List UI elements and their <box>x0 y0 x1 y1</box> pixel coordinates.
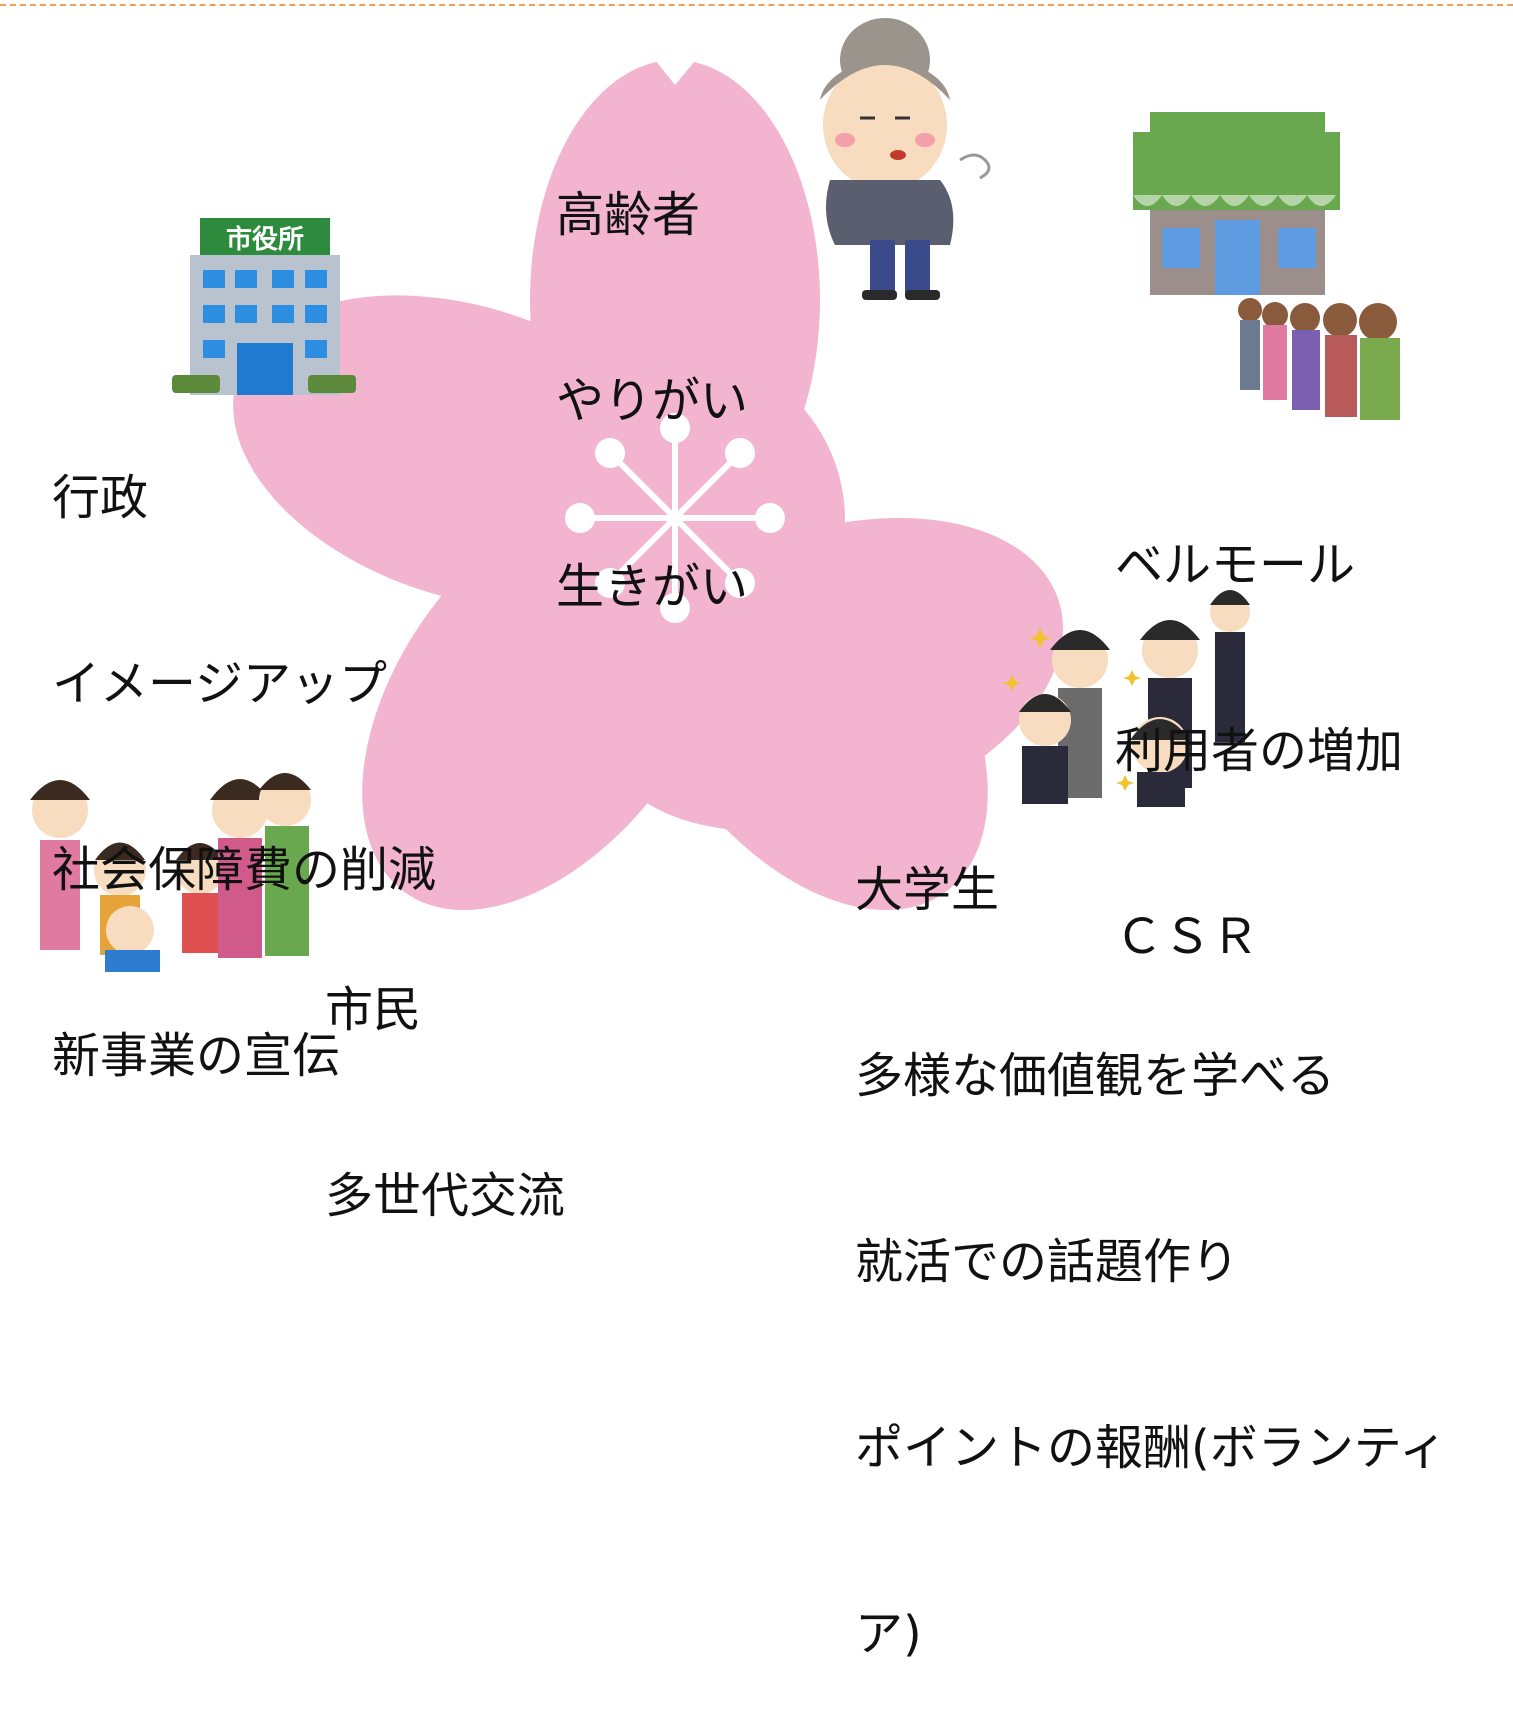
students-line-2: 多様な価値観を学べる <box>855 1048 1336 1104</box>
students-line-1: 大学生 <box>855 862 1000 918</box>
students-line-5: ア) <box>855 1606 922 1662</box>
elderly-person-icon <box>820 18 991 300</box>
students-line-4: ポイントの報酬(ボランティ <box>855 1420 1447 1476</box>
diagram-canvas: 市役所 <box>30 18 1400 972</box>
elderly-line-2: やりがい <box>556 373 749 429</box>
government-line-3: 社会保障費の削減 <box>52 842 437 898</box>
government-line-1: 行政 <box>52 470 149 526</box>
top-dashed-rule <box>0 4 1513 6</box>
city-hall-icon: 市役所 <box>172 218 356 395</box>
shop-with-queue-icon <box>1133 112 1400 420</box>
shop-label: ベルモール 利用者の増加 ＣＳＲ <box>1115 410 1403 1030</box>
families-icon <box>30 773 311 972</box>
elderly-line-3: 生きがい <box>556 559 749 615</box>
students-icon <box>1003 590 1250 807</box>
citizens-line-2: 多世代交流 <box>325 1168 566 1224</box>
shop-line-1: ベルモール <box>1115 537 1356 593</box>
stamen-icon <box>565 413 785 623</box>
government-line-2: イメージアップ <box>52 656 388 712</box>
elderly-label: 高齢者 やりがい 生きがい <box>556 60 748 680</box>
shop-line-3: ＣＳＲ <box>1115 909 1260 965</box>
petal-notch-top <box>655 55 700 85</box>
students-line-3: 就活での話題作り <box>855 1234 1240 1290</box>
citizens-line-1: 市民 <box>325 982 422 1038</box>
city-hall-sign: 市役所 <box>226 224 304 255</box>
elderly-line-1: 高齢者 <box>556 187 701 243</box>
citizens-label: 市民 多世代交流 <box>325 855 565 1289</box>
shop-line-2: 利用者の増加 <box>1115 723 1404 779</box>
students-label: 大学生 多様な価値観を学べる 就活での話題作り ポイントの報酬(ボランティ ア) <box>855 735 1447 1727</box>
